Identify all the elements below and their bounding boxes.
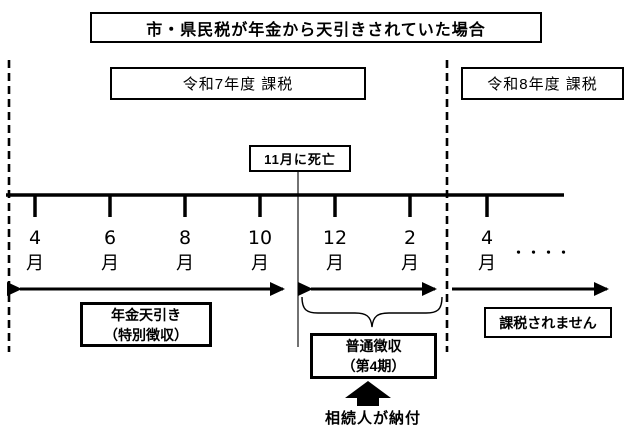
month-label-apr-next: 4 月 xyxy=(478,227,496,274)
month-label-apr: 4 月 xyxy=(26,227,44,274)
diagram-title: 市・県民税が年金から天引きされていた場合 xyxy=(90,12,542,43)
month-label-oct: 10 月 xyxy=(247,227,273,274)
death-note-box: 11月に死亡 xyxy=(249,145,351,172)
month-label-jun: 6 月 xyxy=(101,227,119,274)
ordinary-collection-line2: （第4期） xyxy=(341,358,406,374)
ordinary-collection-brace xyxy=(301,296,443,328)
month-label-dec: 12 月 xyxy=(322,227,348,274)
heir-payment-note: 相続人が納付 xyxy=(324,410,421,427)
month-label-aug: 8 月 xyxy=(176,227,194,274)
timeline-ticks xyxy=(33,196,489,217)
heir-payment-up-arrow xyxy=(345,381,391,406)
month-label-feb: 2 月 xyxy=(401,227,419,274)
pension-withholding-box: 年金天引き （特別徴収） xyxy=(80,302,212,347)
fiscal-year-r8-box: 令和8年度 課税 xyxy=(461,67,624,100)
not-taxed-box: 課税されません xyxy=(484,307,612,338)
pension-withholding-line2: （特別徴収） xyxy=(104,326,188,343)
timeline-continuation-dots: ・・・・ xyxy=(512,245,573,260)
fiscal-year-r7-box: 令和7年度 課税 xyxy=(110,67,366,100)
ordinary-collection-box: 普通徴収 （第4期） xyxy=(310,333,437,379)
pension-withholding-line1: 年金天引き xyxy=(111,306,181,323)
ordinary-collection-line1: 普通徴収 xyxy=(345,338,402,354)
